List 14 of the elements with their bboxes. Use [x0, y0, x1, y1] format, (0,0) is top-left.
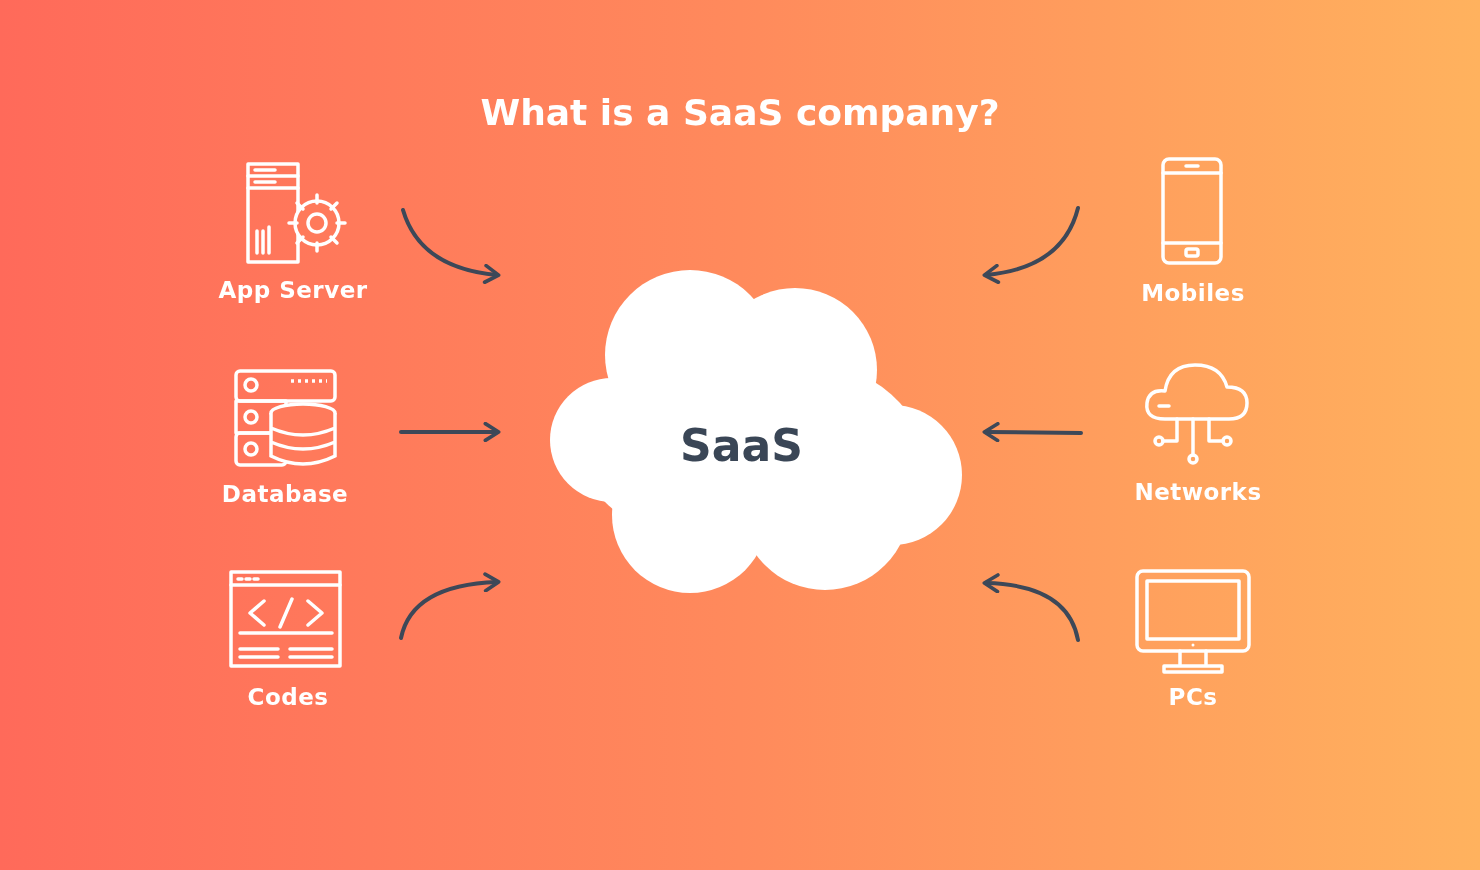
- node-label: PCs: [1168, 684, 1218, 710]
- curved-arrow: [399, 421, 501, 443]
- curved-arrow: [399, 572, 501, 640]
- curved-arrow: [401, 208, 501, 284]
- node-label: App Server: [218, 277, 368, 303]
- node-label: Mobiles: [1141, 280, 1245, 306]
- node-label: Networks: [1134, 479, 1262, 505]
- node-label: Database: [221, 481, 349, 507]
- cloud-label: SaaS: [679, 420, 804, 471]
- curved-arrow: [982, 206, 1080, 284]
- node-label: Codes: [247, 684, 329, 710]
- curved-arrow: [982, 421, 1083, 443]
- diagram-title: What is a SaaS company?: [479, 92, 1001, 133]
- curved-arrow: [982, 573, 1080, 642]
